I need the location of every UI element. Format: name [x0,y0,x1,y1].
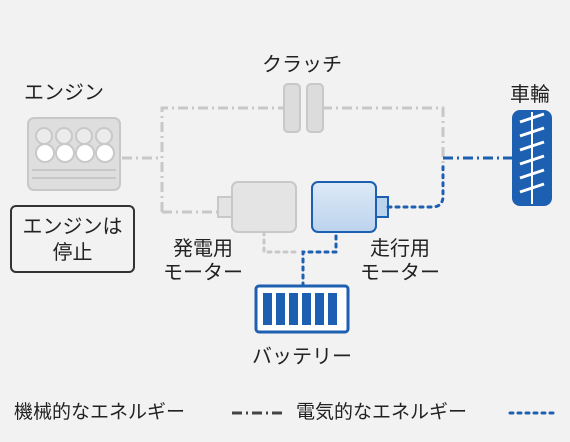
generator-motor-line2: モーター [163,260,243,284]
wheel-label: 車輪 [510,82,550,106]
inactive-mechanical-path [122,106,445,214]
legend-mechanical-label: 機械的なエネルギー [14,401,186,423]
legend-electrical-label: 電気的なエネルギー [296,401,468,423]
drive-motor-line2: モーター [360,260,440,284]
clutch-label: クラッチ [262,52,342,76]
clutch-icon [283,83,324,133]
engine-label: エンジン [24,80,104,104]
generator-motor-label: 発電用 モーター [158,236,248,284]
engine-status-line1: エンジンは [22,214,123,238]
generator-motor-line1: 発電用 [173,236,233,260]
drive-motor-line1: 走行用 [370,236,430,260]
generator-motor-icon [217,181,297,233]
drive-motor-icon [311,181,389,233]
inactive-electrical-path [262,230,302,254]
drive-motor-label: 走行用 モーター [352,236,448,284]
engine-status-line2: 停止 [52,240,93,264]
wheel-icon [512,110,552,206]
engine-status-box: エンジンは 停止 [10,205,135,273]
active-electrical-path [301,163,445,288]
battery-icon [254,284,350,334]
engine-icon [27,117,121,191]
battery-label: バッテリー [252,344,352,368]
